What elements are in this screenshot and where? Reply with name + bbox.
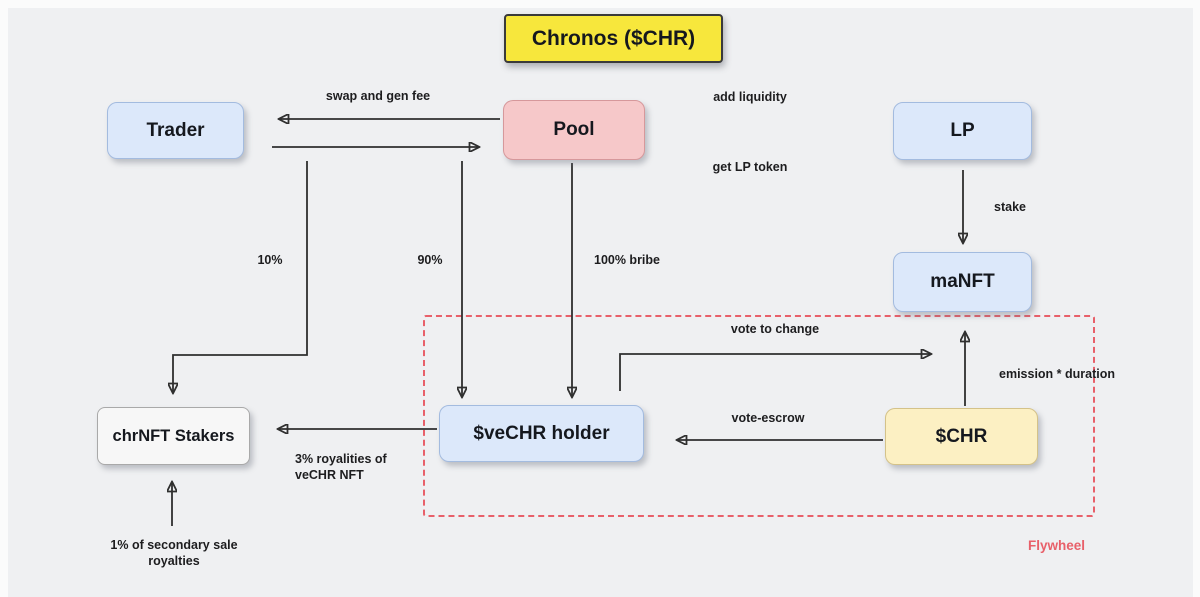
node-chr-label: $CHR <box>935 425 988 447</box>
node-vechr-holder-label: $veCHR holder <box>473 422 610 444</box>
node-lp: LP <box>893 102 1032 160</box>
label-vote-to-change: vote to change <box>730 322 820 336</box>
title-node-chronos: Chronos ($CHR) <box>504 14 723 63</box>
label-royalties-1-line2: royalties <box>148 554 200 568</box>
title-label: Chronos ($CHR) <box>531 26 696 50</box>
label-stake: stake <box>994 200 1026 214</box>
node-chrnft-stakers: chrNFT Stakers <box>97 407 250 465</box>
node-lp-label: LP <box>950 120 975 141</box>
label-fee-10: 10% <box>257 253 283 267</box>
flywheel-boundary <box>423 315 1095 517</box>
label-get-lp-token: get LP token <box>712 160 788 174</box>
label-royalties-3: 3% royalities of veCHR NFT <box>295 451 405 483</box>
node-chrnft-stakers-label: chrNFT Stakers <box>112 426 235 445</box>
node-manft-label: maNFT <box>930 271 995 292</box>
label-royalties-3-line1: 3% royalities of <box>295 452 387 466</box>
label-fee-90: 90% <box>417 253 443 267</box>
label-royalties-3-line2: veCHR NFT <box>295 468 364 482</box>
label-add-liquidity: add liquidity <box>713 90 787 104</box>
label-royalties-1: 1% of secondary sale royalties <box>110 537 237 569</box>
label-swap-and-gen-fee: swap and gen fee <box>325 89 431 103</box>
label-vote-escrow: vote-escrow <box>731 411 805 425</box>
node-manft: maNFT <box>893 252 1032 312</box>
node-vechr-holder: $veCHR holder <box>439 405 644 462</box>
node-trader: Trader <box>107 102 244 159</box>
node-pool: Pool <box>503 100 645 160</box>
label-emission-duration: emission * duration <box>999 367 1115 381</box>
flywheel-caption: Flywheel <box>1028 538 1086 553</box>
label-bribe-100: 100% bribe <box>593 253 661 267</box>
label-royalties-1-line1: 1% of secondary sale <box>110 538 238 552</box>
node-chr: $CHR <box>885 408 1038 465</box>
node-trader-label: Trader <box>146 119 205 141</box>
node-pool-label: Pool <box>553 119 595 140</box>
